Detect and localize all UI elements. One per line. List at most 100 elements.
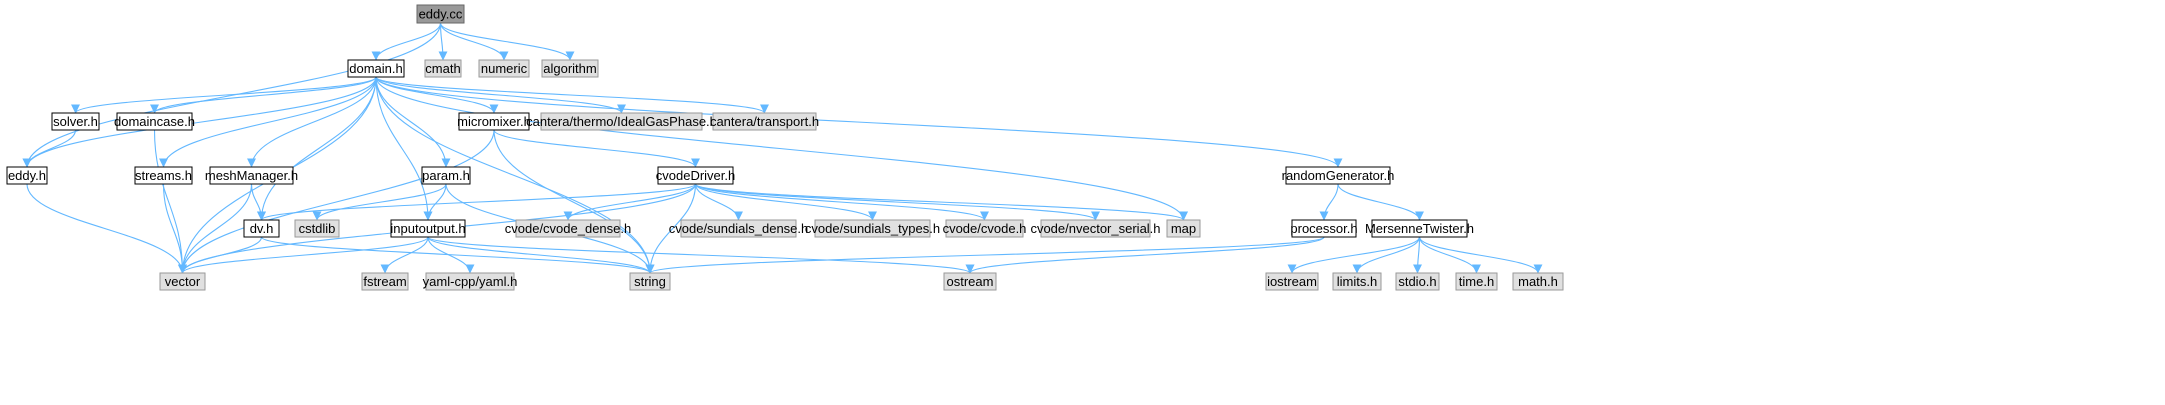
node-label: cvode/sundials_types.h <box>805 221 940 236</box>
edge-MersenneTwister_h-to-limits_h <box>1352 236 1421 274</box>
edge-cvodeDriver_h-to-nvector_serial <box>694 183 1100 221</box>
node-yaml_cpp: yaml-cpp/yaml.h <box>423 272 517 291</box>
node-cmath: cmath <box>424 59 462 78</box>
node-label: micromixer.h <box>457 114 531 129</box>
node-solver_h[interactable]: solver.h <box>51 112 100 131</box>
edge-inputoutput_h-to-vector <box>178 236 429 274</box>
node-box <box>347 59 405 78</box>
node-meshManager_h[interactable]: meshManager.h <box>205 166 298 185</box>
node-label: string <box>634 274 666 289</box>
edge-MersenneTwister_h-to-iostream <box>1287 236 1421 274</box>
node-domaincase_h[interactable]: domaincase.h <box>114 112 195 131</box>
edge-randomGenerator_h-to-processor_h <box>1319 183 1339 221</box>
node-box <box>424 59 462 78</box>
edge-eddy_h-to-vector <box>26 183 187 274</box>
node-micromixer_h[interactable]: micromixer.h <box>457 112 531 131</box>
node-label: cvode/nvector_serial.h <box>1030 221 1160 236</box>
edge-streams_h-to-vector <box>162 183 187 274</box>
node-string: string <box>629 272 671 291</box>
node-eddy_h[interactable]: eddy.h <box>6 166 48 185</box>
node-box <box>243 219 280 238</box>
node-box <box>943 272 997 291</box>
node-MersenneTwister_h[interactable]: MersenneTwister.h <box>1365 219 1474 238</box>
node-nvector_serial: cvode/nvector_serial.h <box>1030 219 1161 238</box>
edge-eddy_cc-to-algorithm <box>439 22 575 61</box>
node-param_h[interactable]: param.h <box>421 166 471 185</box>
edge-domain_h-to-inputoutput_h <box>375 76 433 221</box>
node-label: cvode/sundials_dense.h <box>669 221 809 236</box>
node-streams_h[interactable]: streams.h <box>134 166 193 185</box>
edge-solver_h-to-eddy_h <box>22 129 77 168</box>
edge-inputoutput_h-to-string <box>427 236 655 274</box>
edge-domaincase_h-to-vector <box>153 129 187 274</box>
node-math_h: math.h <box>1512 272 1564 291</box>
node-box <box>1395 272 1440 291</box>
edge-inputoutput_h-to-yaml_cpp <box>427 236 475 274</box>
node-label: streams.h <box>135 168 192 183</box>
node-box <box>1166 219 1201 238</box>
node-cvode_cvode: cvode/cvode.h <box>943 219 1026 238</box>
node-box <box>1291 219 1357 238</box>
edge-cvodeDriver_h-to-map <box>694 183 1188 221</box>
edge-eddy_cc-to-domain_h <box>371 22 442 61</box>
edge-micromixer_h-to-string <box>493 129 655 274</box>
edge-eddy_cc-to-cmath <box>438 22 448 61</box>
edge-domain_h-to-cantera_thermo <box>375 76 626 114</box>
node-box <box>1040 219 1151 238</box>
node-label: numeric <box>481 61 528 76</box>
node-box <box>657 166 734 185</box>
node-sundials_dense: cvode/sundials_dense.h <box>669 219 809 238</box>
edge-param_h-to-cstdlib <box>312 183 447 221</box>
edge-inputoutput_h-to-fstream <box>380 236 429 274</box>
node-cvodeDriver_h[interactable]: cvodeDriver.h <box>656 166 735 185</box>
edge-eddy_cc-to-numeric <box>439 22 509 61</box>
node-dv_h[interactable]: dv.h <box>243 219 280 238</box>
edge-cvodeDriver_h-to-sundials_dense <box>694 183 743 221</box>
node-label: processor.h <box>1290 221 1357 236</box>
edge-MersenneTwister_h-to-math_h <box>1418 236 1543 274</box>
node-cantera_transport: cantera/transport.h <box>710 112 819 131</box>
node-fstream: fstream <box>361 272 409 291</box>
node-box <box>680 219 797 238</box>
edge-domain_h-to-solver_h <box>71 76 377 114</box>
node-inputoutput_h[interactable]: inputoutput.h <box>390 219 466 238</box>
node-eddy_cc[interactable]: eddy.cc <box>416 4 465 24</box>
edge-domain_h-to-string <box>375 76 655 274</box>
edge-domain_h-to-map <box>375 76 1188 221</box>
node-box <box>159 272 206 291</box>
node-label: cmath <box>425 61 460 76</box>
node-iostream: iostream <box>1265 272 1319 291</box>
node-processor_h[interactable]: processor.h <box>1290 219 1358 238</box>
node-box <box>134 166 193 185</box>
edge-inputoutput_h-to-ostream <box>427 236 975 274</box>
node-box <box>1455 272 1498 291</box>
node-box <box>458 112 530 131</box>
node-label: cstdlib <box>299 221 336 236</box>
node-label: domain.h <box>349 61 402 76</box>
edge-randomGenerator_h-to-MersenneTwister_h <box>1337 183 1424 221</box>
node-box <box>540 112 703 131</box>
node-randomGenerator_h[interactable]: randomGenerator.h <box>1282 166 1395 185</box>
node-label: meshManager.h <box>205 168 298 183</box>
node-map: map <box>1166 219 1201 238</box>
node-label: cantera/thermo/IdealGasPhase.h <box>526 114 717 129</box>
node-label: inputoutput.h <box>390 221 465 236</box>
node-box <box>515 219 621 238</box>
node-box <box>425 272 515 291</box>
node-box <box>209 166 294 185</box>
edge-cvodeDriver_h-to-sundials_types <box>694 183 877 221</box>
node-label: fstream <box>363 274 406 289</box>
node-box <box>294 219 340 238</box>
node-domain_h[interactable]: domain.h <box>347 59 405 78</box>
edge-cvodeDriver_h-to-cvode_dense <box>563 183 697 221</box>
node-box <box>6 166 48 185</box>
edge-micromixer_h-to-cvodeDriver_h <box>493 129 700 168</box>
edge-domain_h-to-streams_h <box>159 76 377 168</box>
node-ostream: ostream <box>943 272 997 291</box>
node-box <box>1265 272 1319 291</box>
node-label: map <box>1171 221 1196 236</box>
node-vector: vector <box>159 272 206 291</box>
node-stdio_h: stdio.h <box>1395 272 1440 291</box>
node-box <box>712 112 817 131</box>
